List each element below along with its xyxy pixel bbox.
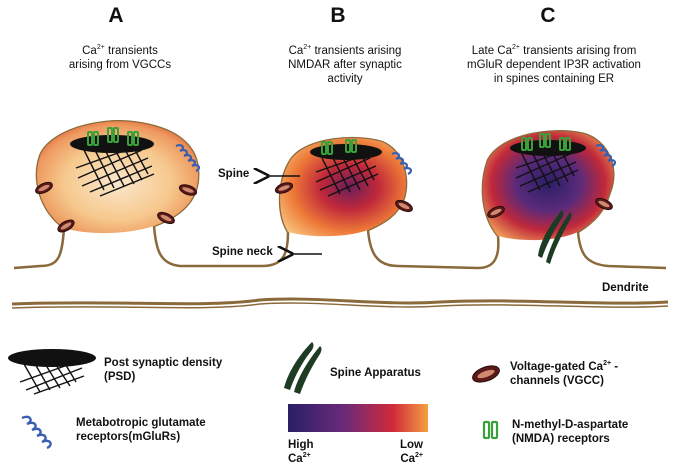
vgcc-channel [395, 199, 413, 213]
caption-line: Late Ca2+ transients arising from [471, 44, 637, 57]
dendrite-shaft [11, 297, 669, 306]
legend-line: (PSD) [104, 371, 136, 383]
vgcc-channel [57, 219, 75, 233]
psd-icon [8, 349, 96, 395]
legend-mglur-text: Metabotropic glutamate receptors(mGluRs) [76, 416, 206, 444]
vgcc-channel [35, 181, 53, 195]
panel-letter-a: A [108, 4, 124, 27]
spine-label: Spine [218, 168, 250, 180]
vgcc-channel [157, 211, 175, 225]
panel-letter-c: C [540, 4, 556, 27]
legend-line: Voltage-gated Ca2+ - [510, 360, 619, 373]
spine-head-a [37, 121, 199, 234]
legend-line: Post synaptic density [104, 357, 223, 369]
calcium-gradient-bar [288, 404, 428, 432]
legend-nmda-text: N-methyl-D-aspartate (NMDA) receptors [512, 418, 628, 446]
mglur-coil [391, 151, 413, 175]
caption-line: activity [327, 73, 363, 85]
nmda-receptor [559, 137, 571, 151]
nmda-receptor [127, 131, 139, 146]
nmda-receptor [345, 139, 357, 153]
legend-line: Metabotropic glutamate [76, 417, 206, 429]
spine-apparatus-icon [284, 342, 322, 394]
vgcc-channel-icon [472, 365, 500, 383]
panel-caption-c: Late Ca2+ transients arising from mGluR … [448, 44, 660, 86]
gradient-high-label: High Ca2+ [288, 438, 314, 466]
nmda-receptor-icon [482, 420, 499, 440]
panel-caption-a: Ca2+ transients arising from VGCCs [40, 44, 200, 72]
spine-neck-label: Spine neck [212, 246, 273, 258]
panel-letter-b: B [330, 4, 346, 27]
vgcc-channel [178, 184, 198, 196]
legend-line: Spine Apparatus [330, 367, 421, 379]
caption-line: arising from VGCCs [68, 59, 172, 71]
legend-line: channels (VGCC) [510, 375, 604, 387]
legend-line: High [288, 439, 314, 451]
vgcc-channel [487, 205, 505, 219]
legend-line: N-methyl-D-aspartate [512, 419, 629, 431]
caption-line: mGluR dependent IP3R activation [467, 59, 641, 71]
dendrite-label: Dendrite [602, 282, 649, 294]
vgcc-channel [274, 182, 294, 194]
dendrite-shaft-inner [11, 302, 669, 309]
legend-line: Ca2+ [288, 452, 311, 465]
nmda-receptor [521, 137, 533, 151]
mglur-coil-icon [21, 415, 52, 450]
nmda-receptor [107, 127, 119, 143]
vgcc-channel [595, 197, 613, 211]
nmda-receptor [87, 131, 99, 146]
legend-psd-text: Post synaptic density (PSD) [104, 356, 222, 384]
caption-line: Ca2+ transients [82, 44, 158, 57]
nmda-receptor [321, 141, 333, 155]
caption-line: in spines containing ER [493, 73, 615, 85]
legend-line: Ca2+ [400, 452, 423, 465]
caption-line: NMDAR after synaptic [288, 59, 402, 71]
mglur-coil [595, 143, 617, 167]
caption-line: Ca2+ transients arising [288, 44, 402, 57]
legend-line: Low [400, 439, 423, 451]
spine-apparatus [538, 210, 572, 264]
legend-vgcc-text: Voltage-gated Ca2+ - channels (VGCC) [510, 360, 618, 388]
spine-head-b [280, 138, 406, 237]
gradient-low-label: Low Ca2+ [400, 438, 423, 466]
legend-line: (NMDA) receptors [512, 433, 610, 445]
nmda-receptor [539, 133, 551, 148]
panel-caption-b: Ca2+ transients arising NMDAR after syna… [260, 44, 430, 86]
mglur-coil [175, 143, 201, 172]
legend-line: receptors(mGluRs) [76, 431, 181, 443]
legend-spine-apparatus-text: Spine Apparatus [330, 366, 421, 380]
